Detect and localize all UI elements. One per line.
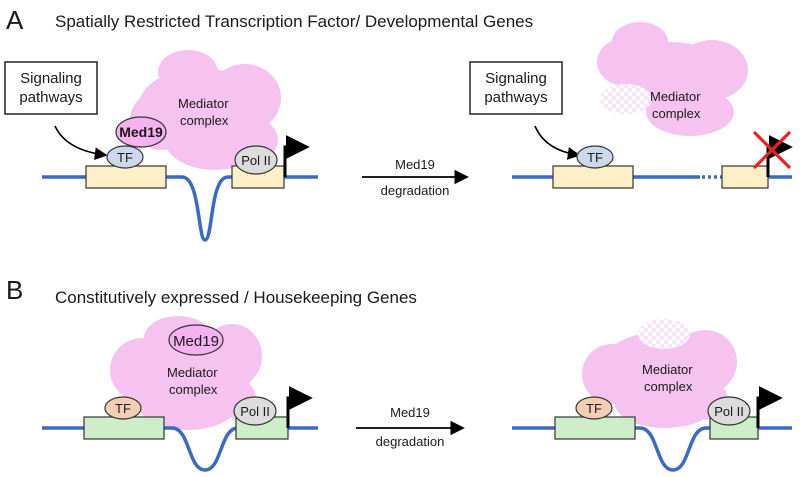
mediator-label-1: Mediator	[178, 96, 229, 111]
tf-protein	[576, 145, 614, 169]
enhancer-box	[552, 165, 634, 189]
panel-b-before-state: Med19 Mediator complex TF Pol II	[42, 316, 318, 472]
dna-strand	[42, 426, 318, 472]
arrow-label-2: degradation	[381, 183, 450, 198]
med19-subunit	[168, 324, 224, 356]
tf-protein	[104, 396, 142, 420]
signaling-label-2: pathways	[484, 89, 547, 106]
pol2-label: Pol II	[714, 404, 744, 419]
dna-strand	[42, 175, 318, 242]
transcription-start-arrow	[286, 386, 313, 428]
mediator-label-1: Mediator	[167, 365, 218, 380]
signaling-arrow	[54, 125, 108, 161]
tf-label: TF	[586, 401, 602, 416]
mediator-label-2: complex	[652, 106, 701, 121]
panel-b-after-state: Mediator complex TF Pol II	[512, 319, 792, 472]
pol2-enzyme	[234, 145, 278, 175]
arrow-label-2: degradation	[376, 434, 445, 449]
enhancer-box	[554, 416, 636, 440]
panel-b-transition: Med19 degradation	[356, 405, 465, 449]
promoter-box	[721, 165, 769, 189]
med19-label: Med19	[173, 333, 219, 350]
med19-label: Med19	[119, 124, 163, 140]
pol2-enzyme	[707, 396, 751, 426]
med19-subunit	[115, 116, 167, 148]
panel-a-title: Spatially Restricted Transcription Facto…	[55, 12, 533, 31]
signaling-pathways-box	[469, 61, 563, 115]
panel-b-letter: B	[6, 275, 23, 305]
panel-b: B Constitutively expressed / Housekeepin…	[6, 275, 792, 472]
pol2-enzyme	[233, 396, 277, 426]
blocked-transcription-x-icon	[752, 130, 792, 170]
pol2-label: Pol II	[240, 404, 270, 419]
signaling-label-2: pathways	[19, 89, 82, 106]
enhancer-box	[85, 165, 167, 189]
panel-a-transition: Med19 degradation	[362, 157, 469, 198]
transcription-start-arrow	[283, 135, 310, 177]
signaling-label-1: Signaling	[20, 70, 82, 87]
tf-protein	[575, 396, 613, 420]
panel-a-letter: A	[6, 5, 24, 35]
mediator-label-2: complex	[644, 379, 693, 394]
signaling-label-1: Signaling	[485, 70, 547, 87]
panel-a: A Spatially Restricted Transcription Fac…	[4, 5, 793, 242]
signaling-pathways-box	[4, 61, 98, 115]
missing-med19-pattern	[638, 319, 690, 349]
dna-strand	[512, 426, 792, 472]
mediator-label-1: Mediator	[650, 89, 701, 104]
signaling-arrow	[534, 125, 581, 160]
tf-label: TF	[587, 150, 603, 165]
panel-a-before-state: Mediator complex Signaling pathways Med1…	[4, 50, 318, 242]
pol2-label: Pol II	[241, 153, 271, 168]
panel-b-title: Constitutively expressed / Housekeeping …	[55, 288, 417, 307]
mediator-label-2: complex	[169, 382, 218, 397]
panel-a-after-state: Mediator complex Signaling pathways TF	[469, 22, 793, 189]
tf-label: TF	[117, 150, 133, 165]
tf-label: TF	[115, 401, 131, 416]
transcription-start-arrow	[756, 386, 783, 428]
enhancer-box	[83, 416, 165, 440]
mediator-complex-cloud	[582, 330, 737, 428]
mediator-label-1: Mediator	[642, 362, 693, 377]
arrow-label-1: Med19	[390, 405, 430, 420]
arrow-label-1: Med19	[395, 157, 435, 172]
mediator-label-2: complex	[180, 113, 229, 128]
tf-protein	[106, 145, 144, 169]
missing-med19-pattern	[600, 84, 652, 114]
